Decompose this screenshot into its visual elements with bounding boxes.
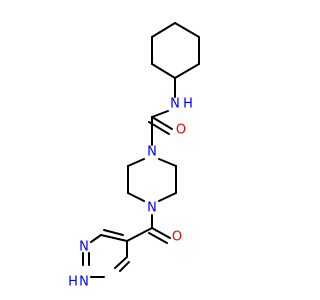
bond — [174, 63, 200, 79]
bond — [158, 192, 177, 202]
bond — [127, 192, 145, 202]
atom-label-ketone-o: O — [172, 230, 182, 245]
atom-label-pyrazole-h: H — [68, 275, 78, 290]
bond-carbonyl-o — [151, 116, 173, 130]
pyrazole-ring — [82, 229, 130, 278]
bond — [103, 229, 124, 236]
atom-label-piperazine-n4: N — [147, 201, 157, 216]
bond — [119, 261, 130, 272]
atom-label-amide-h: H — [183, 97, 193, 112]
atom-label-urea-o: O — [176, 123, 186, 138]
bond-ketone-o-double — [148, 232, 168, 244]
bond — [90, 234, 102, 243]
bond — [174, 22, 200, 38]
bond-carbonyl-pyrazole — [126, 227, 153, 242]
piperazine-ring — [127, 158, 177, 202]
bond — [151, 22, 176, 38]
bond-n-carbonyl — [151, 110, 169, 118]
bond — [151, 63, 176, 79]
bond-ketone-o — [151, 227, 171, 239]
atom-label-piperazine-n1: N — [147, 145, 157, 160]
bond — [127, 158, 145, 167]
atom-label-pyrazole-n1: N — [79, 240, 89, 255]
cyclohexane-ring — [151, 22, 200, 79]
atom-label-amide-n: N — [170, 97, 180, 112]
bond — [100, 234, 128, 242]
bond — [114, 256, 128, 269]
bond — [158, 158, 177, 167]
molecule-structure: N H O N N O N H N — [68, 22, 200, 290]
atom-label-pyrazole-n2: N — [79, 275, 89, 290]
